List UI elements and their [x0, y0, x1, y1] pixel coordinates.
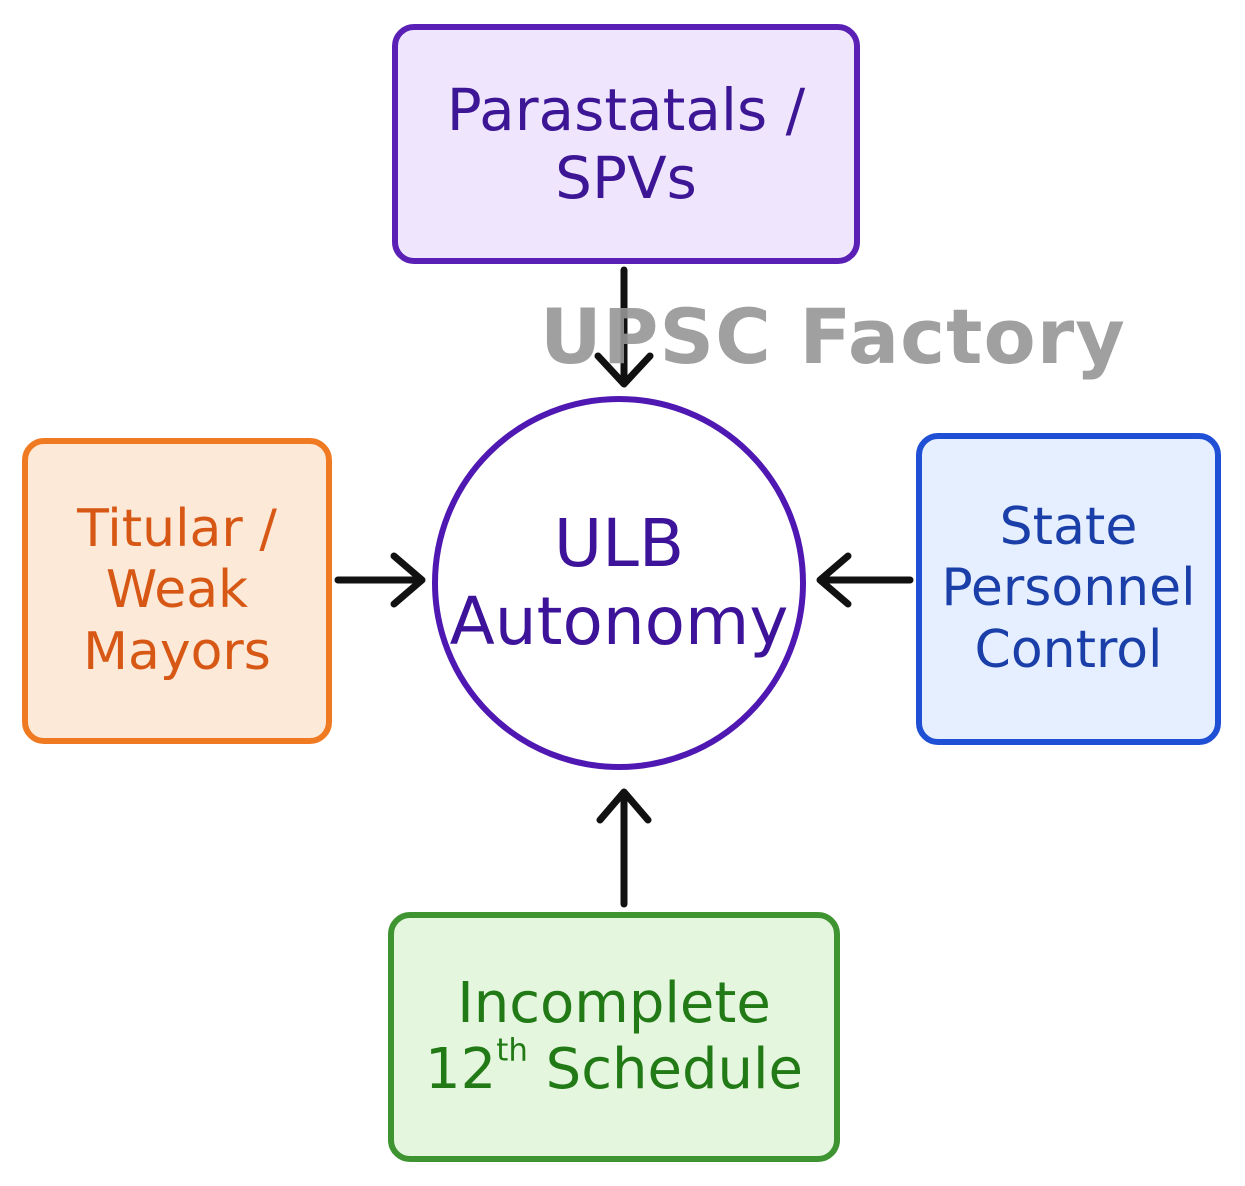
titular-label: Titular /	[77, 498, 277, 559]
arrow-bottom-to-center	[596, 788, 652, 908]
schedule-word: Schedule	[527, 1037, 803, 1102]
state-label: State	[999, 496, 1138, 557]
mayors-label: Mayors	[83, 621, 271, 682]
schedule-number: 12	[424, 1037, 497, 1102]
state-personnel-control-box: State Personnel Control	[916, 433, 1221, 745]
weak-label: Weak	[105, 560, 249, 621]
parastatals-label: Parastatals /	[446, 75, 806, 144]
twelfth-schedule-label: 12th Schedule	[424, 1035, 803, 1103]
watermark-text: UPSC Factory	[540, 292, 1126, 381]
autonomy-label: Autonomy	[449, 583, 789, 660]
ulb-autonomy-circle: ULB Autonomy	[432, 396, 806, 770]
ulb-label: ULB	[553, 505, 685, 583]
incomplete-12th-schedule-box: Incomplete 12th Schedule	[388, 912, 840, 1162]
titular-weak-mayors-box: Titular / Weak Mayors	[22, 438, 332, 744]
schedule-ordinal-suffix: th	[496, 1032, 528, 1069]
parastatals-spvs-box: Parastatals / SPVs	[392, 24, 860, 264]
control-label: Control	[974, 619, 1163, 680]
arrow-right-to-center	[816, 552, 914, 608]
spvs-label: SPVs	[555, 144, 697, 212]
arrow-top-to-center	[594, 266, 654, 388]
incomplete-label: Incomplete	[457, 970, 771, 1036]
personnel-label: Personnel	[941, 558, 1196, 619]
arrow-left-to-center	[334, 552, 426, 608]
